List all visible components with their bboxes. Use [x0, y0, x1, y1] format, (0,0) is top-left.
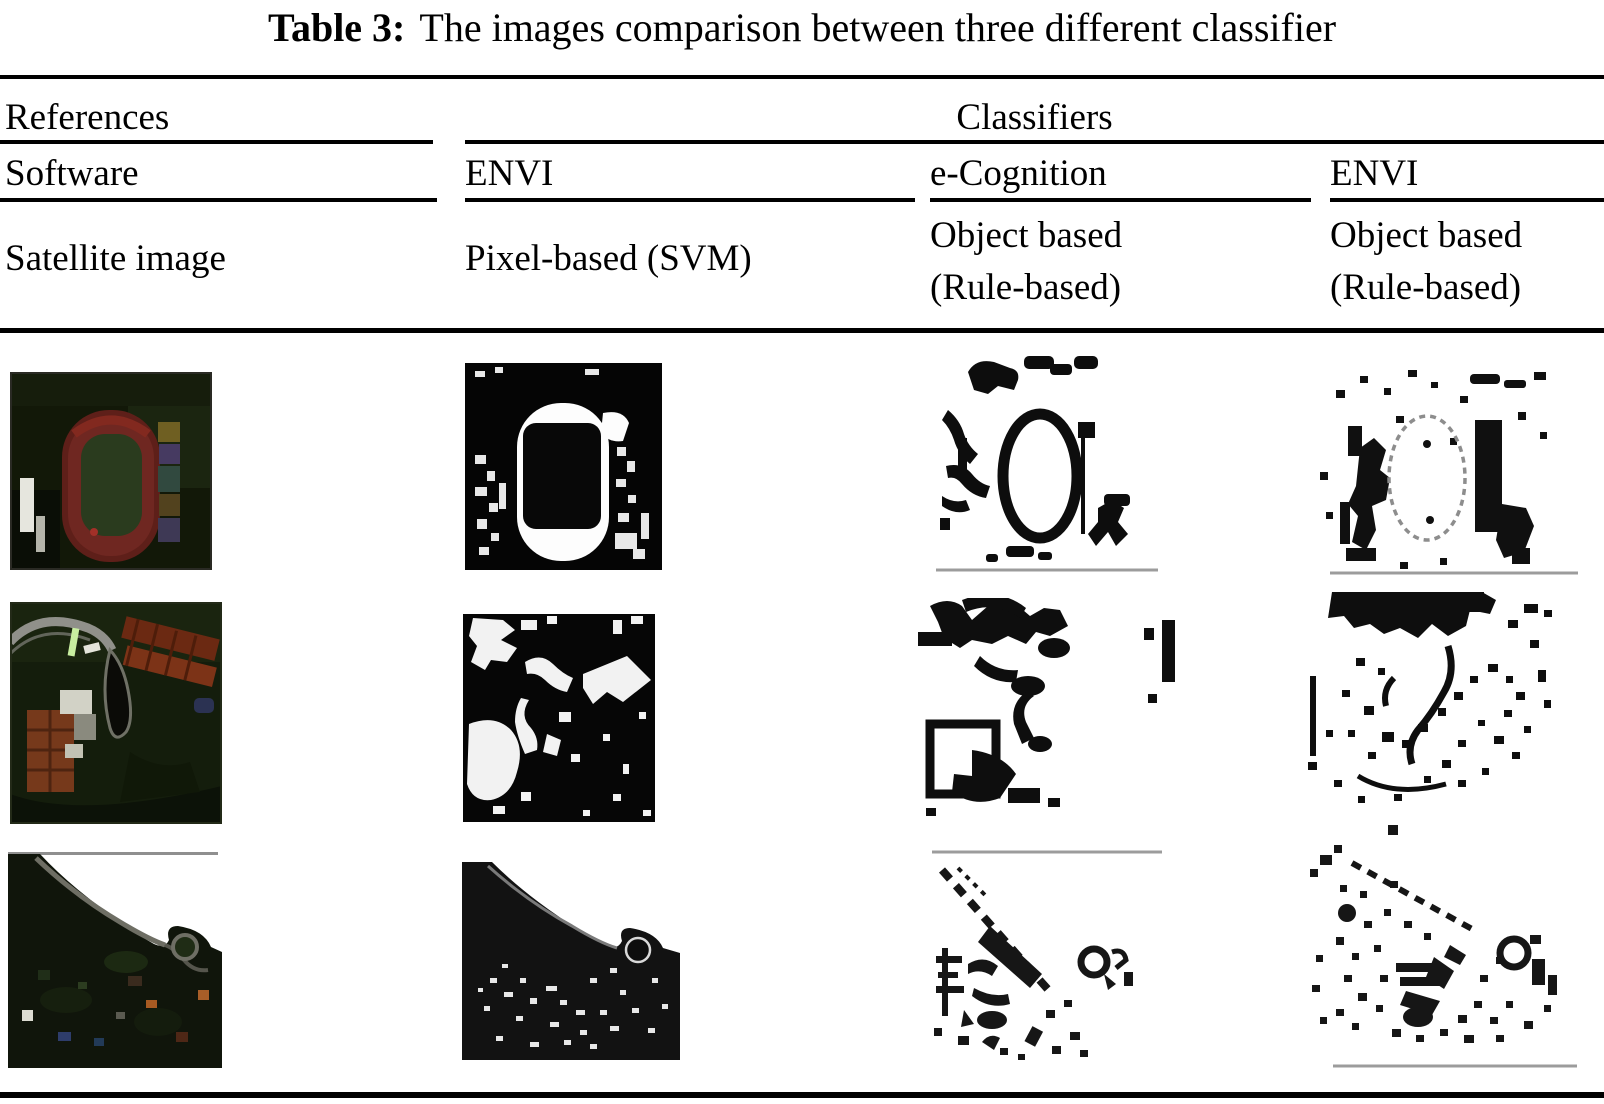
classification-ecognition-buildings	[918, 598, 1183, 856]
classification-envi-coastal	[1300, 825, 1580, 1073]
software-underline	[0, 198, 437, 202]
envi1-underline	[465, 198, 915, 202]
header-envi-2: ENVI	[1330, 153, 1419, 194]
classification-pixel-stadium	[465, 363, 662, 570]
classifiers-underline	[465, 140, 1604, 144]
header-object-based-1-line1: Object based	[930, 215, 1123, 256]
classification-pixel-coastal	[462, 858, 680, 1060]
table-caption: Table 3: The images comparison between th…	[0, 4, 1604, 51]
header-object-based-2-line2: (Rule-based)	[1330, 267, 1522, 308]
envi2-underline	[1330, 198, 1604, 202]
satellite-photo-stadium	[10, 372, 212, 570]
header-object-based-2: Object based (Rule-based)	[1330, 210, 1522, 314]
header-classifiers: Classifiers	[956, 97, 1113, 138]
header-ecognition: e-Cognition	[930, 153, 1107, 194]
header-object-based-1-line2: (Rule-based)	[930, 267, 1122, 308]
references-underline	[0, 140, 433, 144]
header-references: References	[5, 97, 170, 138]
classification-ecognition-coastal	[928, 860, 1148, 1068]
header-bottom-rule	[0, 328, 1604, 333]
classification-envi-stadium	[1300, 352, 1580, 578]
table-caption-label: Table 3:	[267, 5, 406, 50]
classification-ecognition-stadium	[928, 348, 1160, 574]
table-caption-text: The images comparison between three diff…	[419, 5, 1337, 50]
header-satellite-image: Satellite image	[5, 238, 226, 279]
header-envi-1: ENVI	[465, 153, 554, 194]
classification-envi-buildings	[1298, 580, 1560, 832]
classification-pixel-buildings	[463, 614, 655, 822]
satellite-photo-buildings	[10, 602, 222, 824]
satellite-photo-coastal	[8, 852, 222, 1068]
header-software: Software	[5, 153, 139, 194]
header-object-based-1: Object based (Rule-based)	[930, 210, 1122, 314]
header-object-based-2-line1: Object based	[1330, 215, 1523, 256]
table-bottom-rule	[0, 1092, 1604, 1098]
ecognition-underline	[930, 198, 1311, 202]
table-top-rule	[0, 75, 1604, 79]
header-pixel-based: Pixel-based (SVM)	[465, 238, 752, 279]
